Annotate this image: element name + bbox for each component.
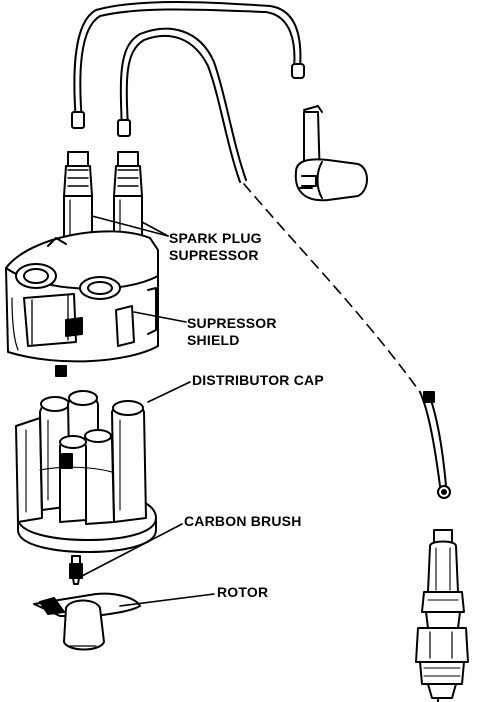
shield-hole — [15, 263, 57, 289]
label-distributor-cap: DISTRIBUTOR CAP — [192, 372, 324, 388]
label-rotor: ROTOR — [217, 584, 269, 600]
spark-plug — [415, 529, 469, 702]
rotor — [33, 592, 141, 651]
label-supressor-shield: SUPRESSOR SHIELD — [187, 315, 277, 349]
shield-hole — [79, 276, 121, 300]
leader-spark-plug-supressor — [91, 215, 169, 237]
label-line: SUPRESSOR — [187, 315, 277, 331]
label-line: SHIELD — [187, 332, 240, 348]
leader-supressor-shield — [133, 311, 187, 323]
supressor-shield-cover — [5, 230, 159, 377]
label-line: SPARK PLUG — [169, 230, 262, 246]
leader-lines — [81, 215, 215, 607]
label-spark-plug-supressor: SPARK PLUG SUPRESSOR — [169, 230, 262, 264]
leader-rotor — [119, 593, 215, 607]
lead-terminal — [71, 111, 85, 129]
leader-carbon-brush — [81, 523, 183, 577]
ht-leads — [71, 1, 451, 499]
carbon-brush — [69, 555, 83, 585]
lead-terminal — [291, 63, 305, 79]
ht-lead-long — [73, 1, 302, 123]
ht-lead-short — [119, 27, 247, 181]
label-carbon-brush: CARBON BRUSH — [184, 513, 302, 529]
leader-distributor-cap — [147, 381, 191, 403]
distributor-cap — [15, 390, 157, 553]
label-line: SUPRESSOR — [169, 247, 259, 263]
plug-boot-connector — [294, 105, 368, 202]
dashed-route-line — [243, 183, 421, 393]
lead-terminal — [117, 119, 131, 137]
